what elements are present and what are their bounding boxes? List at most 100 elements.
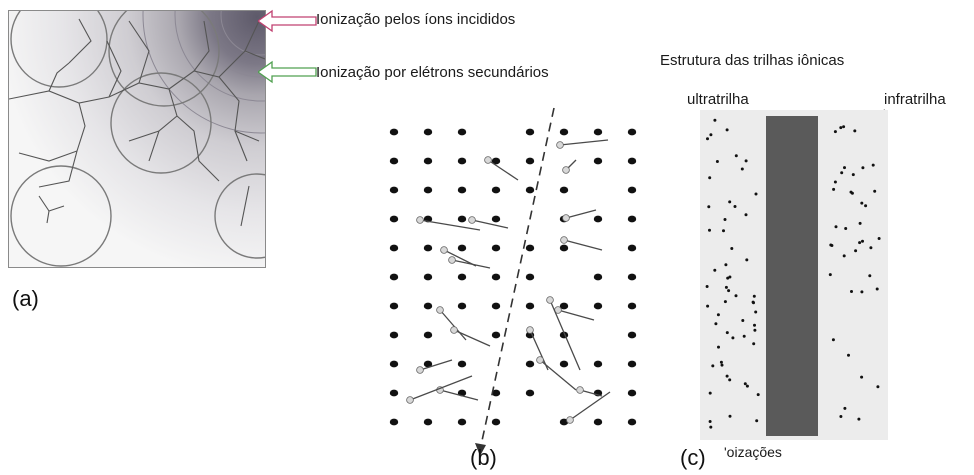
lattice-atom bbox=[389, 418, 399, 426]
ionization-dot bbox=[706, 137, 709, 141]
label-arrows bbox=[258, 9, 317, 84]
lattice-atom bbox=[593, 418, 603, 426]
lattice-atom bbox=[559, 244, 569, 252]
ionization-dot bbox=[842, 125, 846, 129]
ionization-dot bbox=[728, 414, 732, 418]
lattice-atom bbox=[423, 302, 433, 310]
lattice-atom bbox=[559, 302, 569, 310]
ionization-dot bbox=[834, 225, 838, 229]
ion-track-structure-diagram bbox=[700, 110, 888, 440]
ionization-dot bbox=[752, 342, 756, 346]
ion-path-arrowhead-icon bbox=[475, 443, 486, 456]
displacement-track bbox=[549, 299, 581, 371]
displacement-track bbox=[471, 219, 509, 229]
lattice-atom bbox=[423, 244, 433, 252]
lattice-atom bbox=[593, 302, 603, 310]
ionization-dot bbox=[708, 176, 712, 180]
ionization-dot bbox=[734, 294, 738, 298]
lattice-atom bbox=[389, 128, 399, 136]
displaced-atom bbox=[566, 416, 574, 424]
lattice-atom bbox=[491, 186, 501, 194]
ionization-dot bbox=[728, 200, 732, 204]
lattice-atom bbox=[559, 186, 569, 194]
lattice-atom bbox=[389, 186, 399, 194]
displacement-track bbox=[579, 389, 603, 397]
ionization-dot bbox=[707, 205, 711, 209]
ionization-dot bbox=[833, 180, 837, 184]
ionization-dot bbox=[724, 263, 728, 267]
lattice-atom bbox=[457, 128, 467, 136]
ionization-dot bbox=[830, 244, 834, 247]
lattice-atom bbox=[389, 331, 399, 339]
lattice-atom bbox=[457, 215, 467, 223]
lattice-atom bbox=[525, 360, 535, 368]
lattice-atom bbox=[627, 157, 637, 165]
displaced-atom bbox=[562, 166, 570, 174]
ionization-dot bbox=[831, 338, 835, 342]
lattice-atom bbox=[491, 273, 501, 281]
ionization-dot bbox=[753, 328, 757, 332]
displaced-atom bbox=[546, 296, 554, 304]
displacement-track bbox=[563, 239, 603, 251]
ionization-dot bbox=[745, 384, 749, 388]
ionization-dot bbox=[754, 310, 758, 314]
lattice-atoms bbox=[389, 128, 637, 426]
lattice-atom bbox=[457, 418, 467, 426]
ionization-dot bbox=[832, 187, 836, 191]
lattice-atom bbox=[559, 128, 569, 136]
lattice-atom bbox=[627, 418, 637, 426]
displaced-atom bbox=[450, 326, 458, 334]
ionization-dot bbox=[723, 300, 727, 304]
ionization-dot bbox=[743, 382, 747, 386]
displaced-atom bbox=[436, 306, 444, 314]
ionization-dot bbox=[716, 313, 720, 317]
displacement-track bbox=[439, 389, 479, 401]
lattice-atom bbox=[627, 186, 637, 194]
ionization-dot bbox=[725, 374, 729, 378]
panel-c-title: Estrutura das trilhas iônicas bbox=[660, 52, 845, 69]
displacement-track bbox=[559, 139, 609, 146]
panel-c-letter: (c) bbox=[680, 445, 706, 470]
displacement-track bbox=[419, 359, 453, 371]
lattice-atom bbox=[423, 360, 433, 368]
panel-c-figure bbox=[700, 110, 888, 440]
displaced-atom bbox=[416, 366, 424, 374]
caption-fragment: 'oizações bbox=[724, 444, 782, 460]
ionization-dot bbox=[744, 159, 748, 163]
ionization-dot bbox=[731, 336, 735, 340]
label-infratrack: infratrilha bbox=[884, 91, 946, 108]
label-ultratrack: ultratrilha bbox=[687, 91, 749, 108]
ionization-dot bbox=[715, 160, 719, 163]
ionization-dot bbox=[875, 287, 879, 291]
lattice-atom bbox=[525, 389, 535, 397]
radial-bands bbox=[142, 11, 265, 134]
lattice-atom bbox=[491, 244, 501, 252]
infratrack-core bbox=[766, 116, 818, 436]
ionization-dot bbox=[745, 258, 749, 262]
ionization-dot bbox=[724, 285, 728, 289]
lattice-atom bbox=[423, 128, 433, 136]
label-electron-ionization: Ionização por elétrons secundários bbox=[316, 64, 549, 81]
lattice-atom bbox=[457, 302, 467, 310]
displaced-atom bbox=[448, 256, 456, 264]
ionization-dot bbox=[734, 154, 738, 158]
lattice-atom bbox=[627, 244, 637, 252]
ionization-dot bbox=[753, 323, 756, 327]
lattice-atom bbox=[389, 389, 399, 397]
ionization-dot bbox=[877, 237, 881, 240]
ionization-dot bbox=[844, 227, 848, 230]
lattice-atom bbox=[457, 360, 467, 368]
ionization-dot bbox=[755, 419, 759, 423]
displaced-atom bbox=[562, 214, 570, 222]
panel-b-letter: (b) bbox=[470, 445, 497, 470]
ionization-dot bbox=[861, 166, 865, 170]
ionization-dot bbox=[860, 375, 864, 379]
displaced-atom bbox=[576, 386, 584, 394]
lattice-atom bbox=[423, 273, 433, 281]
ionization-dot bbox=[854, 249, 858, 253]
ionization-dot bbox=[850, 191, 854, 195]
lattice-atom bbox=[423, 157, 433, 165]
ionization-dot bbox=[839, 415, 843, 418]
displaced-atom-tracks bbox=[406, 139, 611, 424]
ionization-dot bbox=[847, 353, 850, 357]
